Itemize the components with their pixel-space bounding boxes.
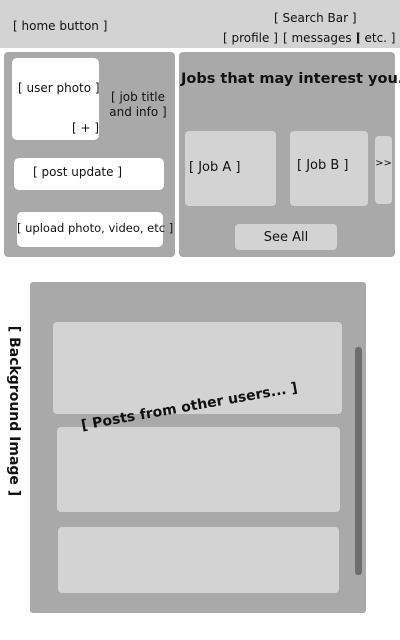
job-title-info-line-2: and info ]	[109, 105, 167, 119]
job-card-a[interactable]: [ Job A ]	[185, 131, 276, 206]
background-image-label: [ Background Image ]	[2, 325, 26, 495]
job-card-b[interactable]: [ Job B ]	[290, 131, 368, 206]
messages-link[interactable]: [ messages ]	[283, 31, 361, 45]
post-card[interactable]	[57, 427, 340, 512]
jobs-title: Jobs that may interest you...	[181, 71, 400, 87]
top-header-bar	[0, 0, 400, 48]
feed-scrollbar[interactable]	[355, 347, 362, 575]
background-image-label-text: [ Background Image ]	[6, 325, 22, 496]
home-button[interactable]: [ home button ]	[13, 19, 108, 33]
job-title-info-line-1: [ job title	[110, 90, 166, 104]
user-photo[interactable]	[12, 58, 99, 140]
post-card[interactable]	[53, 322, 342, 414]
job-title-info: [ job title and info ]	[106, 90, 170, 120]
see-all-button[interactable]: See All	[235, 224, 337, 250]
post-update-button[interactable]: [ post update ]	[14, 158, 164, 190]
user-photo-label: [ user photo ]	[18, 81, 100, 95]
etc-link[interactable]: [ etc. ]	[356, 31, 396, 45]
post-card[interactable]	[58, 527, 339, 593]
add-photo-button[interactable]: [ + ]	[72, 121, 100, 135]
search-bar[interactable]: [ Search Bar ]	[274, 11, 357, 25]
more-jobs-button[interactable]: >>	[375, 136, 392, 204]
profile-link[interactable]: [ profile ]	[223, 31, 278, 45]
upload-media-button[interactable]: [ upload photo, video, etc ]	[17, 212, 173, 247]
